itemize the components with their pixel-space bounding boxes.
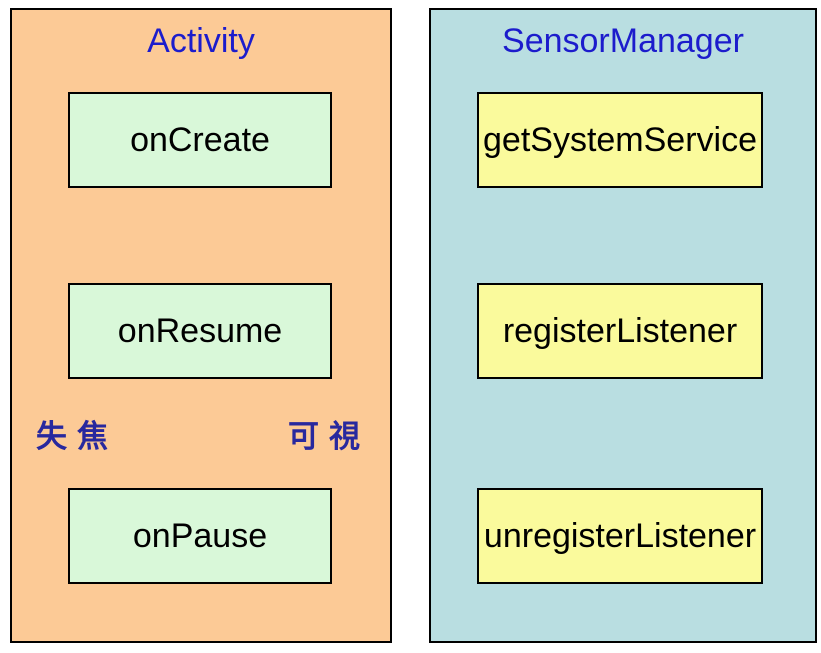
sensormanager-panel-title: SensorManager [502, 22, 744, 60]
sensormanager-panel: SensorManager getSystemService registerL… [429, 8, 817, 643]
unregisterlistener-box: unregisterListener [477, 488, 763, 584]
annotation-lose-focus: 失焦 [36, 419, 118, 455]
registerlistener-box: registerListener [477, 283, 763, 379]
onresume-box: onResume [68, 283, 332, 379]
activity-panel-title: Activity [147, 22, 255, 60]
onpause-box: onPause [68, 488, 332, 584]
getsystemservice-box: getSystemService [477, 92, 763, 188]
annotation-visible: 可視 [288, 419, 370, 455]
oncreate-box: onCreate [68, 92, 332, 188]
activity-panel: Activity onCreate onResume 失焦 可視 onPause [10, 8, 392, 643]
